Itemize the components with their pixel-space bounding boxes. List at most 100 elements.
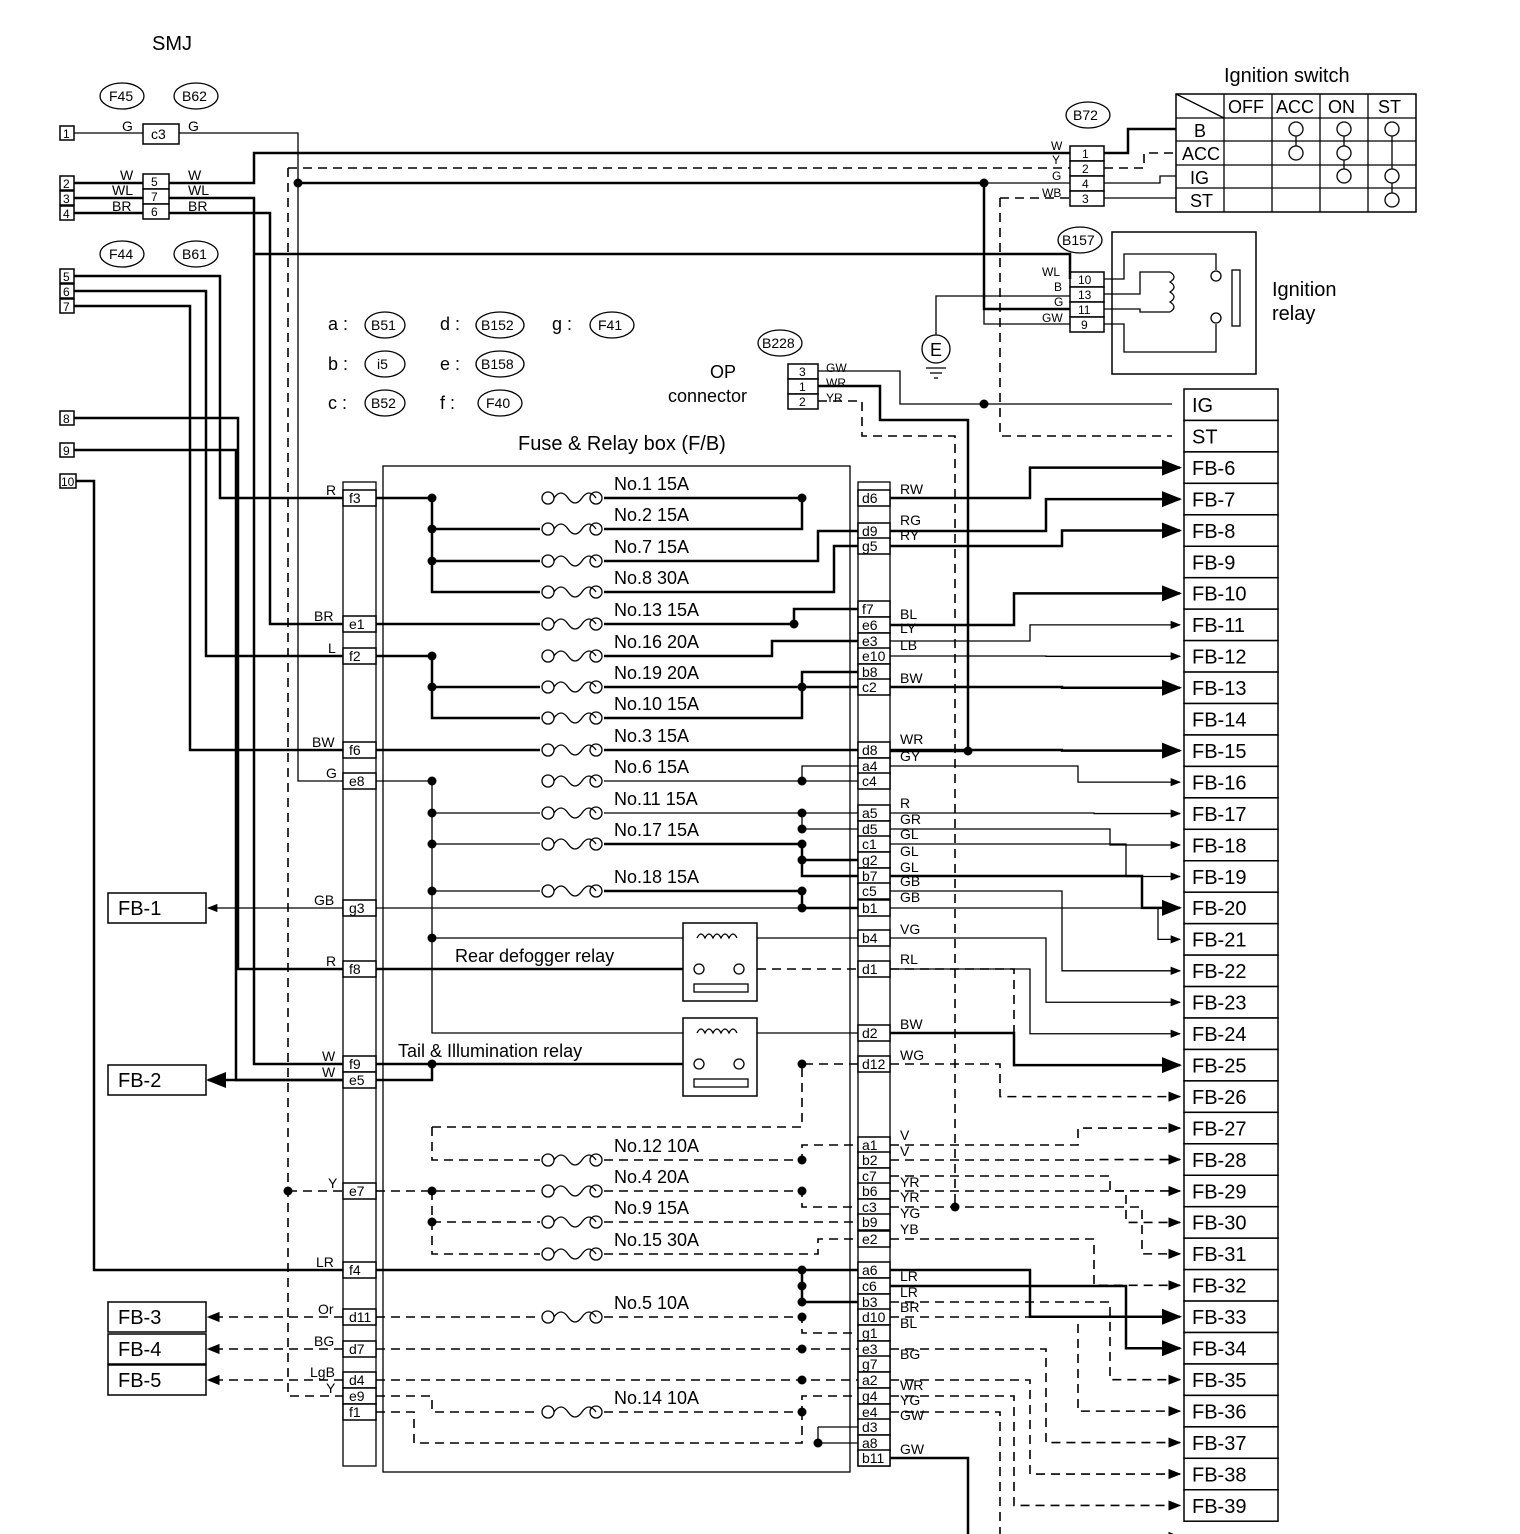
output-label: FB-33 <box>1192 1307 1246 1329</box>
terminal-label: c6 <box>862 1278 877 1294</box>
terminal-label: d1 <box>862 961 878 977</box>
right-terminal: d10 <box>857 1308 891 1326</box>
right-terminal: b8 <box>857 663 891 681</box>
terminal-label: f2 <box>349 648 361 664</box>
right-terminal: e2 <box>857 1230 891 1248</box>
right-terminal: d8 <box>857 741 891 759</box>
output-label: FB-19 <box>1192 867 1246 889</box>
fuse-label: No.19 20A <box>614 663 699 683</box>
output-label: IG <box>1192 395 1213 417</box>
fuse-label: No.11 15A <box>614 789 698 809</box>
output-box: FB-8 <box>1183 514 1279 547</box>
fuse: No.4 20A <box>541 1167 689 1198</box>
relay-coil <box>1168 271 1175 313</box>
ground-symbol: E <box>921 295 1070 379</box>
conn-tag-b61 <box>173 240 219 268</box>
ign-col-header: ACC <box>1276 97 1314 117</box>
output-wire <box>890 1456 970 1534</box>
output-label: FB-26 <box>1192 1087 1246 1109</box>
output-label: FB-39 <box>1192 1496 1246 1518</box>
terminal-label: g3 <box>349 900 365 916</box>
wire-label: RL <box>900 951 918 967</box>
terminal-label: b2 <box>862 1152 878 1168</box>
terminal-label: e3 <box>862 1341 878 1357</box>
fuse-label: No.9 15A <box>614 1198 689 1218</box>
right-terminal: g2 <box>857 851 891 869</box>
wire-label: RY <box>900 527 920 543</box>
right-terminal: b6 <box>857 1182 891 1200</box>
conn-tag-f44-label: F44 <box>109 246 133 262</box>
wire-label: W <box>322 1064 336 1080</box>
smj-pin-label: 8 <box>63 412 70 426</box>
terminal-label: g4 <box>862 1388 878 1404</box>
wire-label: WL <box>112 182 133 198</box>
right-terminal: a1 <box>857 1136 891 1154</box>
ignition-relay: Ignition relay B157 10 13 11 9 WL B G GW… <box>921 226 1337 379</box>
output-wire <box>890 968 1182 1071</box>
smj-pins-a: 1 2 3 4 <box>59 125 75 221</box>
conn-tag-b228-label: B228 <box>762 335 795 351</box>
wire-label: R <box>326 482 336 498</box>
wire-label: W <box>188 167 202 183</box>
legend-key: f : <box>440 393 455 413</box>
junction-dot <box>797 1297 807 1307</box>
output-box: FB-18 <box>1183 828 1279 862</box>
output-label: FB-17 <box>1192 804 1246 826</box>
junction-dot <box>427 839 437 849</box>
wire-label: G <box>122 118 133 134</box>
left-terminal: e9 <box>342 1387 377 1405</box>
output-wire <box>890 1175 1182 1197</box>
junction-dot <box>283 1186 293 1196</box>
legend-key: e : <box>440 354 460 374</box>
wire-label: V <box>900 1127 910 1143</box>
fuse-label: No.3 15A <box>614 726 689 746</box>
terminal-label: c4 <box>862 773 877 789</box>
fuse: No.14 10A <box>541 1388 699 1419</box>
fuse-label: No.15 30A <box>614 1230 699 1250</box>
smj-block: SMJ F45 B62 F44 B61 1 2 3 4 5 6 7 8 9 10… <box>59 33 219 489</box>
output-box: FB-37 <box>1183 1426 1279 1460</box>
wire-label: GW <box>900 1407 925 1423</box>
ignition-relay-body <box>1111 231 1257 375</box>
junction-dot <box>427 886 437 896</box>
conn-tag-f45-label: F45 <box>109 88 133 104</box>
wire-label: YR <box>826 391 843 405</box>
terminal-label: c1 <box>862 836 877 852</box>
output-box: FB-31 <box>1183 1237 1279 1271</box>
relay-tail-illumination: Tail & Illumination relay <box>398 1017 758 1097</box>
junction-dot <box>427 933 437 943</box>
terminal-label: e4 <box>862 1404 878 1420</box>
wire-label: L <box>328 640 336 656</box>
output-wire <box>890 968 1182 1038</box>
terminal-label: e3 <box>862 633 878 649</box>
terminal-label: d4 <box>349 1372 365 1388</box>
junction-dot <box>963 746 973 756</box>
fuse-label: No.13 15A <box>614 600 699 620</box>
ign-row-header: IG <box>1190 168 1209 188</box>
output-label: FB-29 <box>1192 1181 1246 1203</box>
left-output-box: FB-1 <box>107 892 207 924</box>
wire-label: BG <box>314 1333 334 1349</box>
junction-dot <box>427 1059 437 1069</box>
smj-title: SMJ <box>152 33 192 55</box>
output-label: FB-20 <box>1192 898 1246 920</box>
left-terminal: e5 <box>342 1071 377 1089</box>
output-box: FB-7 <box>1183 482 1279 516</box>
terminal-label: d11 <box>349 1309 372 1325</box>
ign-row-header: B <box>1194 121 1206 141</box>
terminal-label: d2 <box>862 1025 878 1041</box>
conn-tag-b72-label: B72 <box>1073 107 1098 123</box>
output-wire <box>890 1301 1182 1385</box>
conn-tag-b228 <box>757 329 803 357</box>
legend-tag <box>364 389 406 417</box>
output-wire <box>890 585 1182 627</box>
wire-label: GW <box>826 361 847 375</box>
wire-label: G <box>326 765 337 781</box>
conn-tag-b157 <box>1057 226 1103 254</box>
fuse-label: No.4 20A <box>614 1167 689 1187</box>
fuse-label: No.18 15A <box>614 867 699 887</box>
output-box: FB-27 <box>1183 1111 1279 1145</box>
output-box: FB-26 <box>1183 1080 1279 1114</box>
output-box: FB-16 <box>1183 765 1279 799</box>
